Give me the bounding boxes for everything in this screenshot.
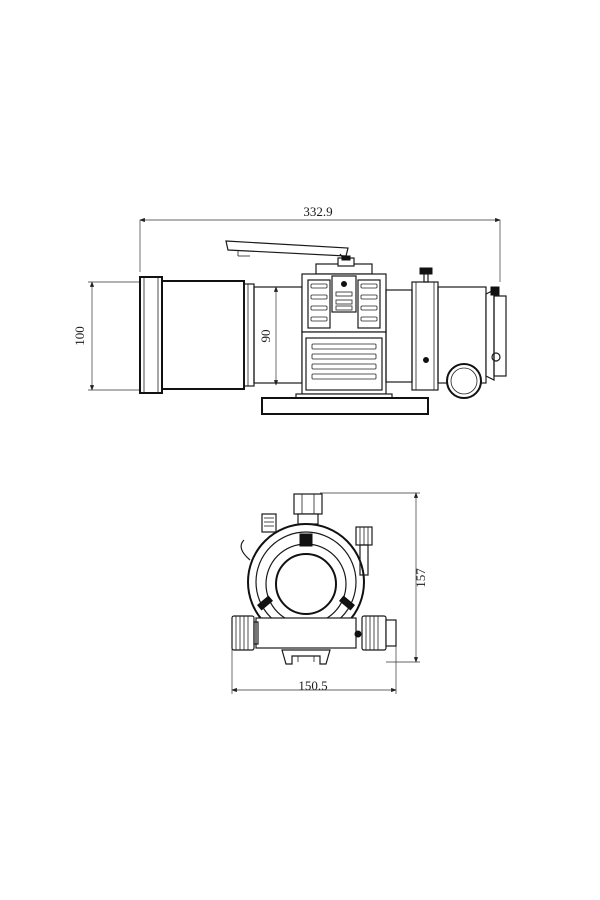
tube-diameter-label: 100 xyxy=(72,326,87,346)
width-label: 150.5 xyxy=(298,678,327,693)
height-dimension: 157 xyxy=(320,492,428,663)
right-focus-knob xyxy=(361,615,397,651)
length-label: 332.9 xyxy=(303,204,332,219)
front-finder-shoe xyxy=(293,493,323,515)
tube-diameter-dimension: 100 xyxy=(72,281,140,391)
height-label: 157 xyxy=(413,568,428,588)
rear-tube xyxy=(385,289,413,383)
dew-shield-collar xyxy=(243,283,255,387)
dew-shield-ring xyxy=(139,276,163,394)
left-focus-knob xyxy=(231,615,259,651)
body-diameter-dimension: 90 xyxy=(258,286,279,386)
ring-slots-upper xyxy=(310,283,378,322)
front-lens xyxy=(275,553,337,615)
body-diameter-label: 90 xyxy=(258,330,273,343)
right-ring-knob xyxy=(355,526,373,576)
length-dimension: 332.9 xyxy=(139,204,501,282)
focuser-base xyxy=(255,617,357,649)
handle-plate xyxy=(225,240,349,257)
dovetail-plate xyxy=(261,397,429,415)
side-view: 332.9 100 90 xyxy=(72,204,507,415)
focus-knob xyxy=(446,363,482,399)
left-ring-knob xyxy=(240,513,277,561)
rotator-ring xyxy=(485,289,495,381)
rear-cap xyxy=(493,295,507,377)
front-dovetail xyxy=(281,649,331,665)
focuser-lock-knob xyxy=(419,267,433,275)
dew-shield-tube xyxy=(161,280,245,390)
ring-slots-lower xyxy=(311,343,377,380)
front-view: 157 150.5 xyxy=(231,492,428,694)
tube-ring-lower xyxy=(301,331,387,395)
